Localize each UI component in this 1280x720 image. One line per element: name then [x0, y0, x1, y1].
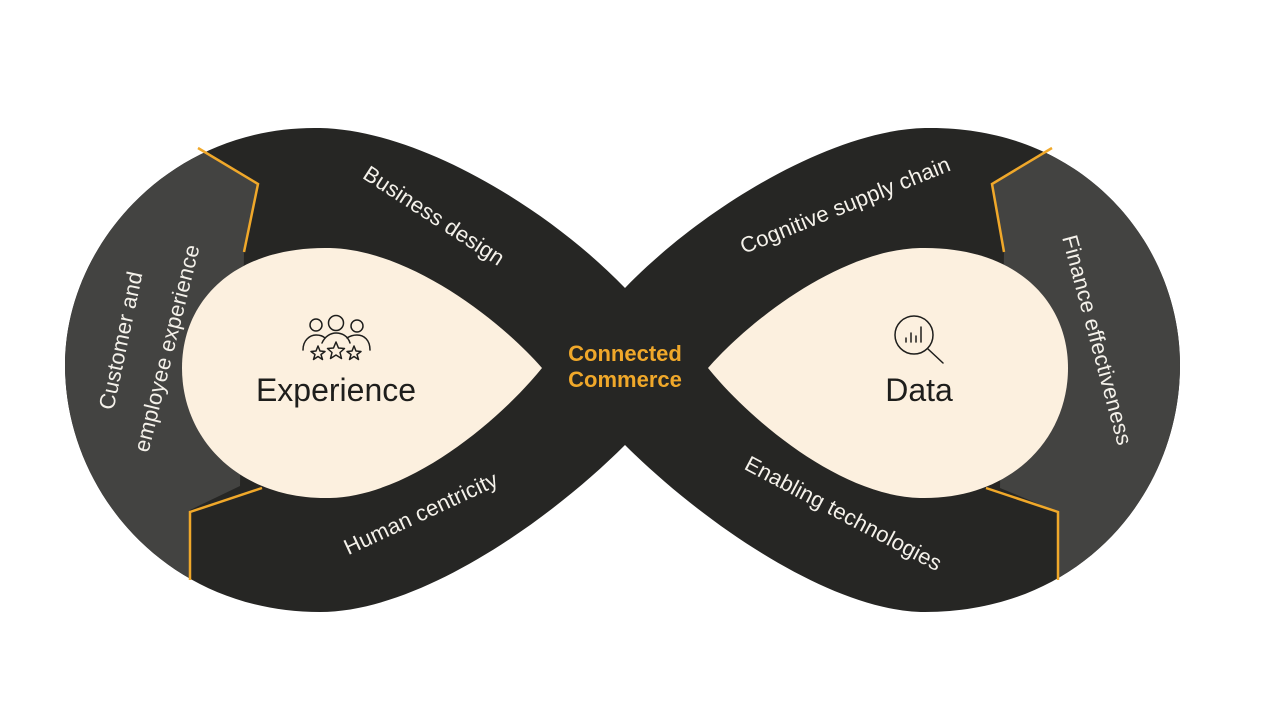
people-rating-stars-icon — [302, 314, 371, 361]
left-gray-sector — [65, 127, 258, 613]
center-label-line1: Connected — [568, 341, 682, 366]
right-gray-sector — [992, 127, 1180, 613]
center-label-line2: Commerce — [568, 367, 682, 392]
experience-hub-label: Experience — [256, 372, 416, 408]
data-hub-label: Data — [885, 372, 953, 408]
right-bottom-separator — [985, 486, 1060, 580]
left-top-separator — [197, 146, 260, 253]
magnifier-chart-icon — [894, 315, 944, 364]
right-hub — [708, 247, 1068, 499]
left-hub — [182, 247, 542, 499]
left-bottom-separator — [188, 486, 263, 580]
right-top-separator — [990, 146, 1053, 253]
